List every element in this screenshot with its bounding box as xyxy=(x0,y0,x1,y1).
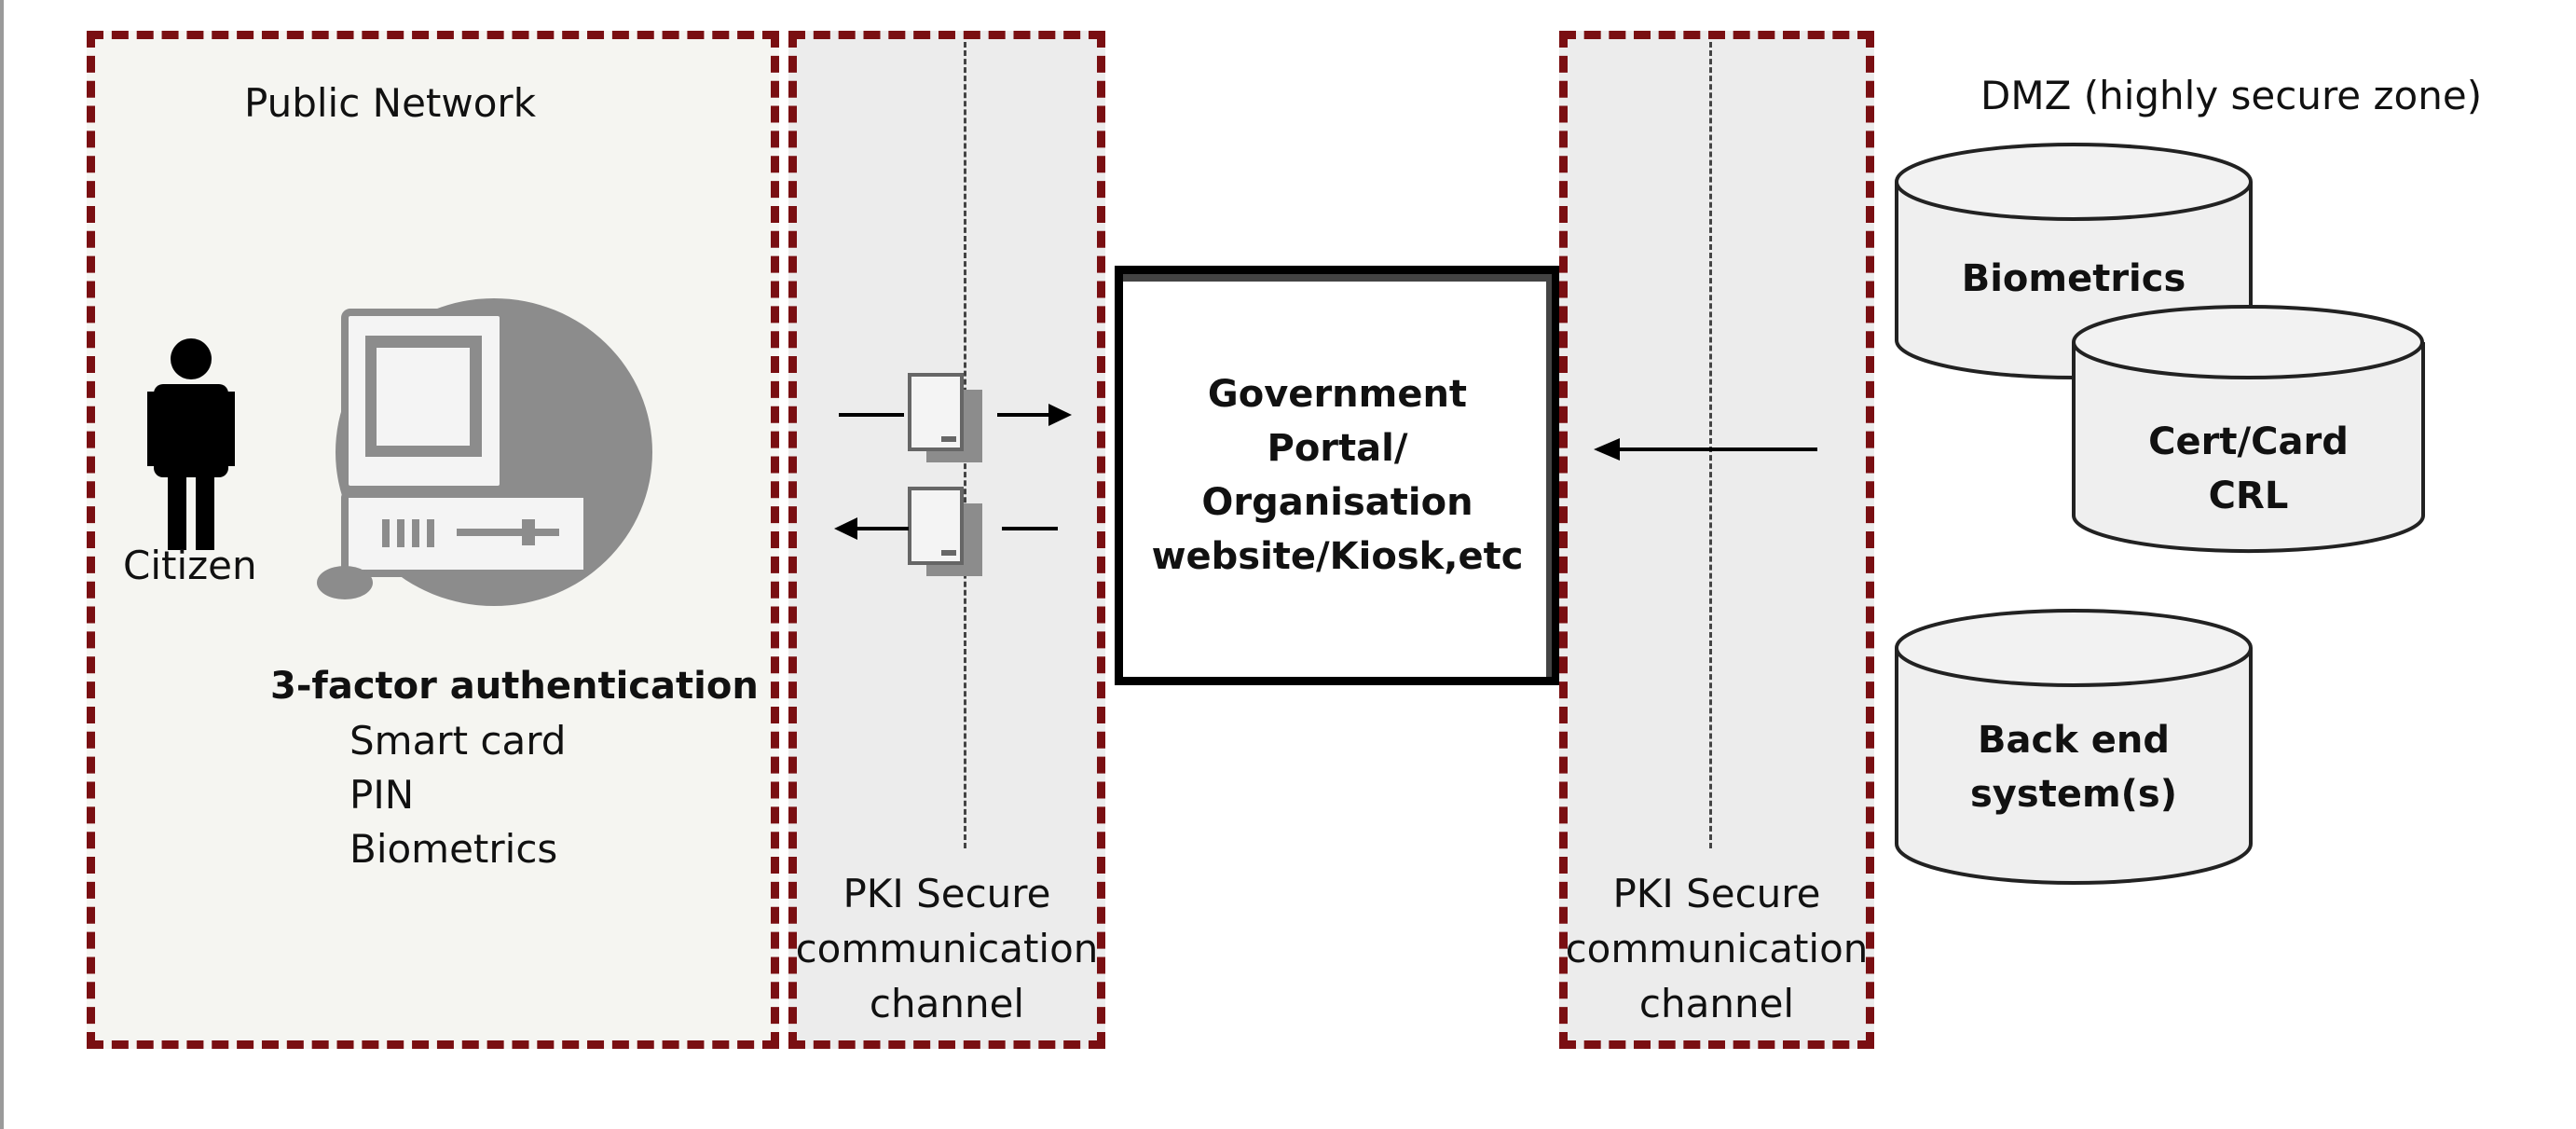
database-icon xyxy=(2072,305,2425,554)
database-label-line: Biometrics xyxy=(1961,257,2186,300)
frame-left-edge xyxy=(0,0,4,1129)
citizen-label: Citizen xyxy=(123,543,257,588)
right-channel-label-line: channel xyxy=(1638,980,1795,1026)
public-network-title: Public Network xyxy=(244,80,537,126)
database-label: Biometrics xyxy=(1892,252,2255,306)
auth-factor-smart-card: Smart card xyxy=(349,718,567,764)
database-label-line: Back end xyxy=(1978,719,2170,762)
database-label: Cert/Card CRL xyxy=(2069,415,2428,523)
database-label: Back end system(s) xyxy=(1892,713,2255,821)
right-channel-label: PKI Secure communication channel xyxy=(1559,867,1874,1031)
arrow-icon xyxy=(839,404,1072,426)
right-channel-label-line: communication xyxy=(1565,925,1869,971)
computer-icon xyxy=(317,298,652,606)
portal-label-line: Organisation xyxy=(1201,481,1473,524)
right-channel-label-line: PKI Secure xyxy=(1612,871,1821,916)
database-label-line: Cert/Card xyxy=(2148,420,2349,463)
left-channel-label: PKI Secure communication channel xyxy=(788,867,1105,1031)
database-back-end-systems: Back end system(s) xyxy=(1892,606,2255,886)
government-portal-box: Government Portal/ Organisation website/… xyxy=(1115,266,1560,685)
person-icon xyxy=(147,338,235,550)
dmz-title: DMZ (highly secure zone) xyxy=(1980,73,2483,118)
portal-label-line: website/Kiosk,etc xyxy=(1151,535,1524,578)
auth-heading: 3-factor authentication xyxy=(270,665,759,708)
portal-label-line: Government xyxy=(1207,373,1468,416)
right-pki-channel-zone xyxy=(1559,31,1874,1049)
left-channel-label-line: communication xyxy=(795,925,1099,971)
auth-factor-biometrics: Biometrics xyxy=(349,826,558,872)
arrow-icon xyxy=(834,517,1058,540)
database-label-line: system(s) xyxy=(1970,773,2177,816)
left-channel-label-line: PKI Secure xyxy=(843,871,1051,916)
database-icon xyxy=(1895,609,2253,885)
arrow-icon xyxy=(1594,438,1817,461)
database-cert-card-crl: Cert/Card CRL xyxy=(2069,303,2428,555)
server-icon xyxy=(908,373,982,462)
database-label-line: CRL xyxy=(2208,475,2289,517)
right-channel-divider xyxy=(1709,42,1712,848)
portal-label-line: Portal/ xyxy=(1267,427,1408,470)
server-icon xyxy=(908,487,982,576)
left-channel-label-line: channel xyxy=(869,980,1025,1026)
auth-factor-pin: PIN xyxy=(349,772,415,818)
